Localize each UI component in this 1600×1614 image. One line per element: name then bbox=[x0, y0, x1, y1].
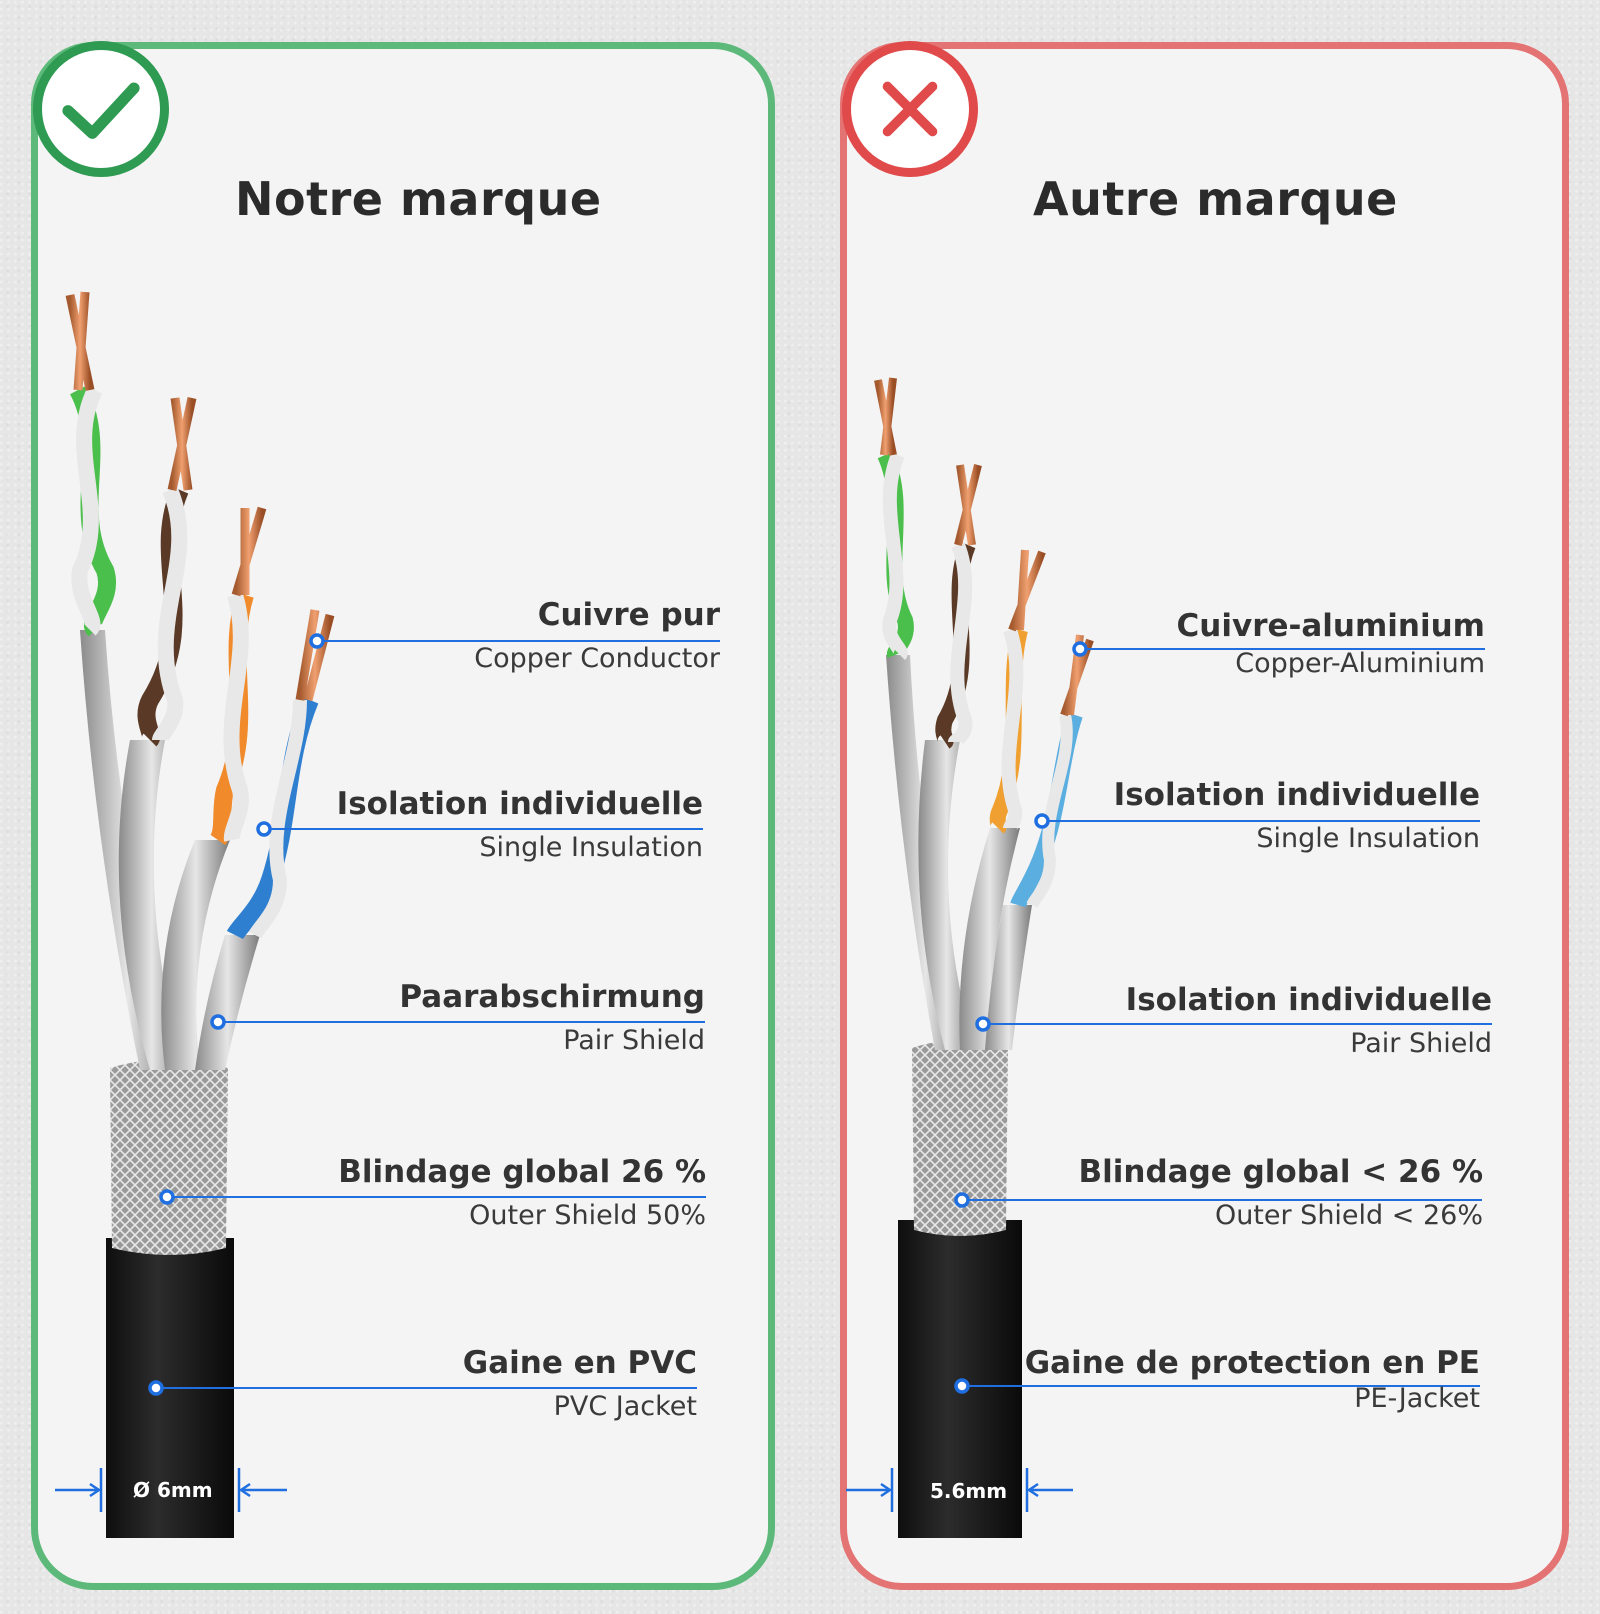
callout-main: Isolation individuelle bbox=[336, 786, 703, 822]
left-diameter-label: Ø 6mm bbox=[133, 1478, 213, 1502]
callout-main: Isolation individuelle bbox=[1125, 982, 1492, 1018]
callout-sub: Copper-Aluminium bbox=[1235, 648, 1485, 679]
callout-sub: Outer Shield 50% bbox=[469, 1200, 706, 1231]
right-callout-conductor: Cuivre-aluminium Copper-Aluminium bbox=[1177, 608, 1485, 680]
checkmark-badge bbox=[33, 41, 169, 177]
right-callout-outer-shield: Blindage global < 26 % Outer Shield < 26… bbox=[1079, 1154, 1483, 1232]
callout-sub: Single Insulation bbox=[479, 832, 703, 863]
callout-sub: Copper Conductor bbox=[474, 643, 720, 674]
cross-badge bbox=[842, 41, 978, 177]
callout-sub: Outer Shield < 26% bbox=[1214, 1200, 1483, 1231]
right-callout-pair-shield: Isolation individuelle Pair Shield bbox=[1126, 982, 1492, 1060]
checkmark-icon bbox=[62, 82, 140, 139]
left-callout-outer-shield: Blindage global 26 % Outer Shield 50% bbox=[338, 1154, 706, 1232]
callout-sub: Pair Shield bbox=[563, 1025, 705, 1056]
our-brand-title: Notre marque bbox=[235, 172, 602, 226]
other-brand-title: Autre marque bbox=[1033, 172, 1398, 226]
right-callout-jacket: Gaine de protection en PE PE-Jacket bbox=[1025, 1345, 1480, 1415]
right-callout-insulation: Isolation individuelle Single Insulation bbox=[1114, 777, 1480, 855]
callout-sub: Single Insulation bbox=[1256, 823, 1480, 854]
left-callout-jacket: Gaine en PVC PVC Jacket bbox=[463, 1345, 697, 1423]
callout-main: Gaine de protection en PE bbox=[1024, 1345, 1480, 1381]
callout-main: Blindage global < 26 % bbox=[1078, 1154, 1483, 1190]
cross-icon bbox=[882, 81, 938, 137]
callout-main: Isolation individuelle bbox=[1113, 777, 1480, 813]
callout-sub: Pair Shield bbox=[1350, 1028, 1492, 1059]
right-diameter-label: 5.6mm bbox=[930, 1479, 1008, 1503]
left-callout-conductor: Cuivre pur Copper Conductor bbox=[474, 597, 720, 675]
callout-sub: PVC Jacket bbox=[553, 1391, 697, 1422]
callout-main: Blindage global 26 % bbox=[338, 1154, 706, 1190]
callout-sub: PE-Jacket bbox=[1354, 1383, 1480, 1414]
callout-main: Cuivre pur bbox=[537, 597, 720, 633]
callout-main: Cuivre-aluminium bbox=[1176, 608, 1485, 644]
callout-main: Gaine en PVC bbox=[462, 1345, 697, 1381]
left-callout-pair-shield: Paarabschirmung Pair Shield bbox=[399, 979, 705, 1057]
callout-main: Paarabschirmung bbox=[399, 979, 705, 1015]
left-callout-insulation: Isolation individuelle Single Insulation bbox=[337, 786, 703, 864]
